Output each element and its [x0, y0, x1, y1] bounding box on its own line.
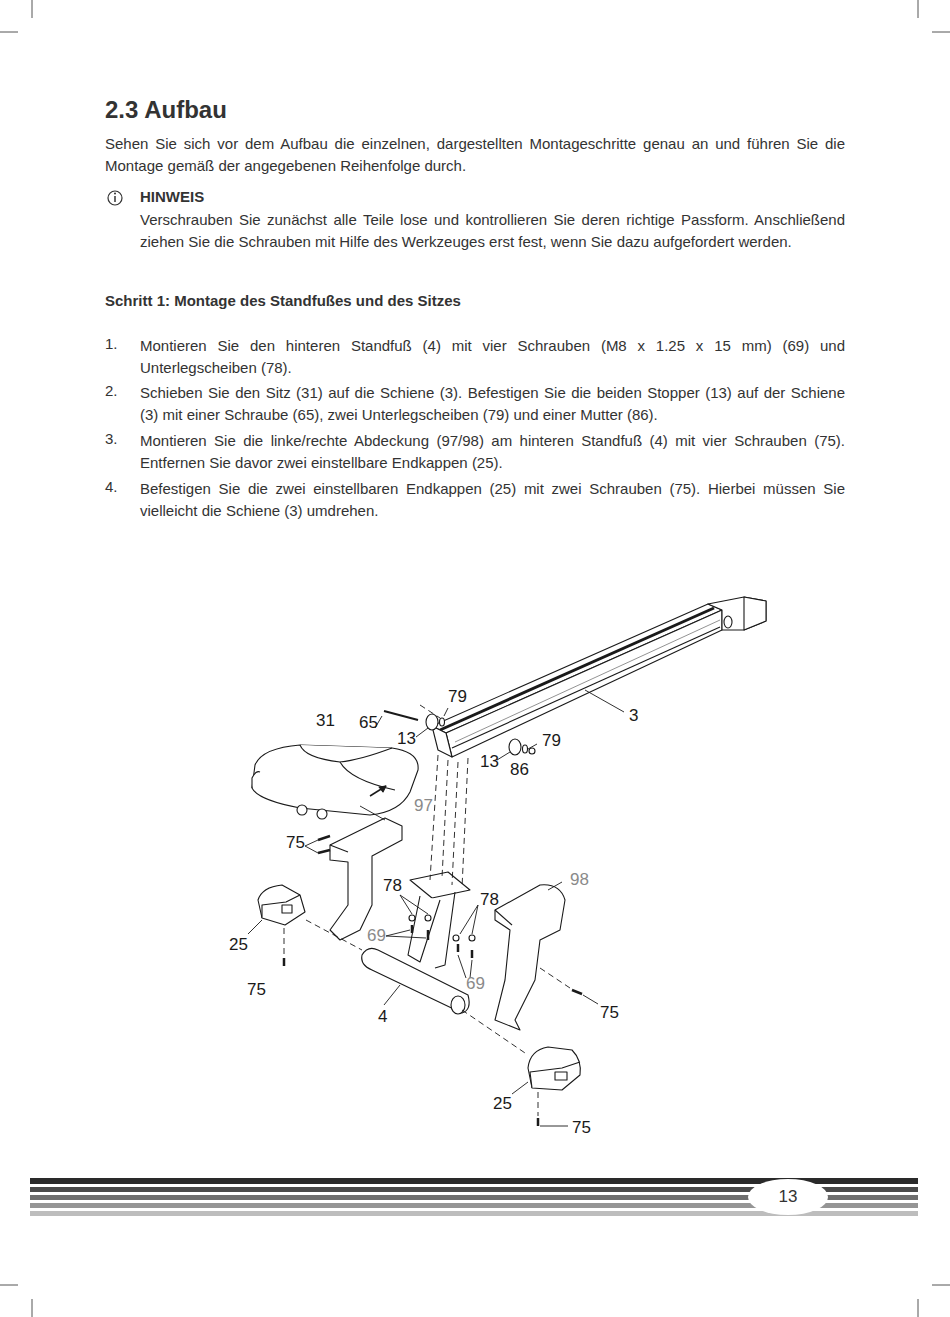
callout-number: 25: [228, 936, 249, 954]
list-item: Befestigen Sie die zwei einstellbaren En…: [140, 478, 845, 521]
callout-number: 86: [509, 761, 530, 779]
page-number-oval: 13: [748, 1179, 828, 1215]
list-number: 2.: [105, 382, 118, 399]
callout-number: 75: [599, 1004, 620, 1022]
callout-number: 78: [479, 891, 500, 909]
page-heading: 2.3 Aufbau: [105, 96, 227, 124]
callout-number: 75: [571, 1119, 592, 1137]
list-number: 3.: [105, 430, 118, 447]
step-heading: Schritt 1: Montage des Standfußes und de…: [105, 292, 461, 309]
intro-paragraph: Sehen Sie sich vor dem Aufbau die einzel…: [105, 133, 845, 176]
callout-number: 97: [413, 797, 434, 815]
list-number: 4.: [105, 478, 118, 495]
callout-number: 65: [358, 714, 379, 732]
callout-number: 25: [492, 1095, 513, 1113]
callout-number: 69: [465, 975, 486, 993]
list-item: Schieben Sie den Sitz (31) auf die Schie…: [140, 382, 845, 425]
list-item: Montieren Sie die linke/rechte Abdeckung…: [140, 430, 845, 473]
note-heading: HINWEIS: [140, 188, 204, 205]
callout-number: 79: [541, 732, 562, 750]
note-body: Verschrauben Sie zunächst alle Teile los…: [140, 209, 845, 252]
callout-number: 3: [628, 707, 639, 725]
callout-number: 98: [569, 871, 590, 889]
callout-number: 75: [285, 834, 306, 852]
callout-number: 75: [246, 981, 267, 999]
callout-number: 78: [382, 877, 403, 895]
callout-number: 4: [377, 1008, 388, 1026]
list-number: 1.: [105, 335, 118, 352]
callout-number: 13: [479, 753, 500, 771]
callout-number: 69: [366, 927, 387, 945]
page-number: 13: [779, 1187, 798, 1207]
callout-number: 13: [396, 730, 417, 748]
callout-number: 79: [447, 688, 468, 706]
callout-number: 31: [315, 712, 336, 730]
list-item: Montieren Sie den hinteren Standfuß (4) …: [140, 335, 845, 378]
